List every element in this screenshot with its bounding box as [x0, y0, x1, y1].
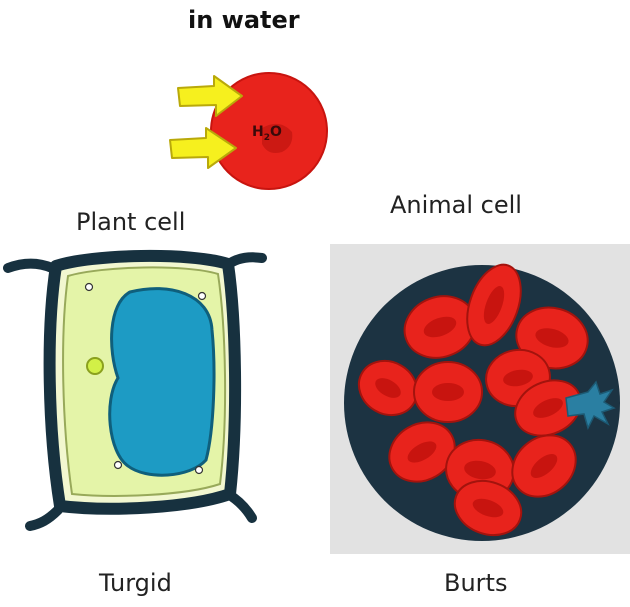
- organelle-dot: [199, 293, 206, 300]
- nucleus: [87, 358, 103, 374]
- organelle-dot: [86, 284, 93, 291]
- plant-cell-label: Plant cell: [76, 208, 185, 236]
- vacuole: [110, 289, 214, 476]
- cell-wall-stub: [30, 510, 58, 526]
- plant-cell-illustration: [8, 256, 262, 526]
- water-uptake-illustration: H2O: [170, 73, 327, 189]
- turgid-label: Turgid: [99, 569, 172, 597]
- blood-cell: [414, 362, 482, 422]
- animal-cell-illustration: [330, 244, 630, 554]
- organelle-dot: [196, 467, 203, 474]
- burst-label: Burts: [444, 569, 507, 597]
- animal-cell-label: Animal cell: [390, 191, 522, 219]
- organelle-dot: [115, 462, 122, 469]
- cell-wall-stub: [8, 264, 52, 269]
